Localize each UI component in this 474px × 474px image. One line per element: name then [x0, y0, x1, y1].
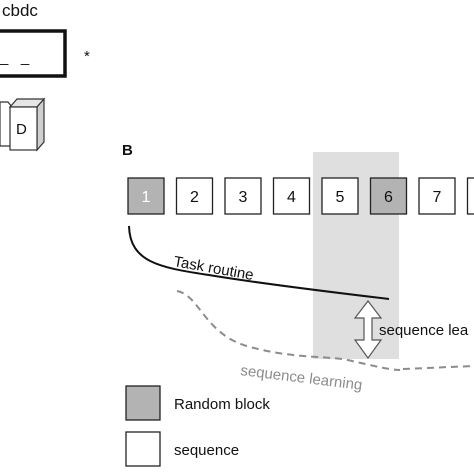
task-routine-label: Task routine	[172, 253, 255, 284]
cube-front	[9, 106, 38, 151]
block-number: 3	[239, 189, 248, 206]
block-5: 5	[321, 177, 359, 215]
sequence-learning-curve-tail	[402, 365, 474, 370]
block-number: 4	[287, 189, 296, 206]
sequence-learning-diagonal-label: sequence learning	[240, 362, 364, 394]
block-box	[175, 177, 214, 215]
legend-label: sequence	[174, 442, 239, 459]
block-box	[321, 177, 359, 215]
task-routine-curve	[128, 225, 390, 300]
sequence-slots: _ _	[0, 49, 30, 66]
legend-swatch	[125, 431, 161, 467]
block-number: 7	[433, 189, 442, 206]
panel-label-b: B	[122, 142, 133, 159]
sequence-text: cbdc	[2, 1, 38, 20]
legend-item-sequence: sequence	[125, 431, 239, 467]
block-box	[369, 177, 408, 215]
legend-label: Random block	[174, 396, 270, 413]
legend-item-random: Random block	[125, 385, 270, 421]
block-box	[224, 177, 262, 215]
block-1: 1	[127, 177, 165, 215]
block-number: 1	[142, 189, 151, 206]
block-4: 4	[272, 177, 311, 215]
sequence-box	[0, 29, 67, 78]
block-6: 6	[369, 177, 408, 215]
block-3: 3	[224, 177, 262, 215]
block-box	[272, 177, 311, 215]
double-arrow	[353, 300, 383, 360]
blocks-row: 1 2 3 4 5 6 7 8	[127, 177, 474, 215]
cube-side	[36, 97, 45, 152]
legend-swatch	[125, 385, 161, 421]
block-box	[466, 177, 474, 215]
block-number: 5	[336, 189, 345, 206]
block-2: 2	[175, 177, 214, 215]
block-box	[418, 177, 456, 215]
block-7: 7	[418, 177, 456, 215]
legend: Random block sequence	[125, 385, 270, 467]
block-number: 2	[190, 189, 199, 206]
sequence-learning-arrow-label: sequence lea	[379, 322, 469, 339]
sequence-learning-curve	[176, 290, 401, 371]
asterisk-marker: *	[84, 48, 90, 65]
block-number: 6	[384, 189, 393, 206]
block-8: 8	[466, 177, 474, 215]
cube-label: D	[16, 121, 27, 138]
block-box	[127, 177, 165, 215]
cube-group	[0, 97, 46, 152]
